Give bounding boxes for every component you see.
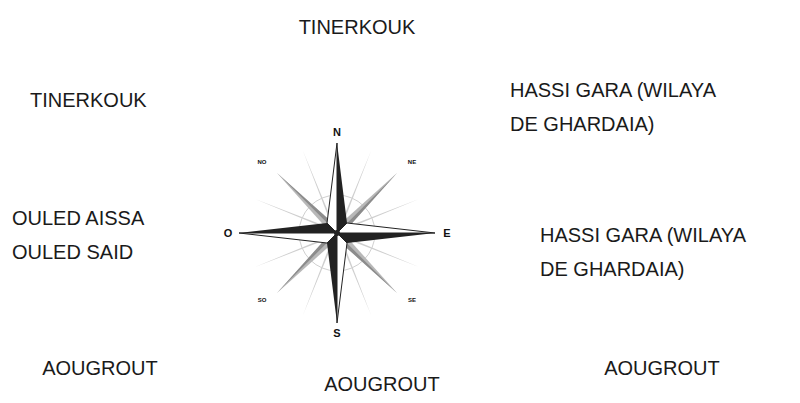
compass-letter: S	[333, 328, 340, 339]
place-label: AOUGROUT	[324, 367, 440, 401]
compass-letter: N	[333, 127, 341, 138]
place-label: TINERKOUK	[30, 83, 147, 117]
place-label: AOUGROUT	[604, 351, 720, 385]
compass-letter: NE	[408, 159, 416, 165]
place-label: AOUGROUT	[42, 351, 158, 385]
place-label: OULED AISSA OULED SAID	[12, 201, 177, 269]
compass-letter: NO	[258, 159, 267, 165]
compass-letter: SO	[258, 297, 267, 303]
compass-letter: O	[224, 228, 233, 239]
place-label: TINERKOUK	[299, 10, 416, 44]
compass-letter: E	[443, 228, 450, 239]
compass-letter: SE	[408, 297, 416, 303]
place-label: HASSI GARA (WILAYA DE GHARDAIA)	[510, 73, 738, 141]
place-label: HASSI GARA (WILAYA DE GHARDAIA)	[540, 218, 768, 286]
